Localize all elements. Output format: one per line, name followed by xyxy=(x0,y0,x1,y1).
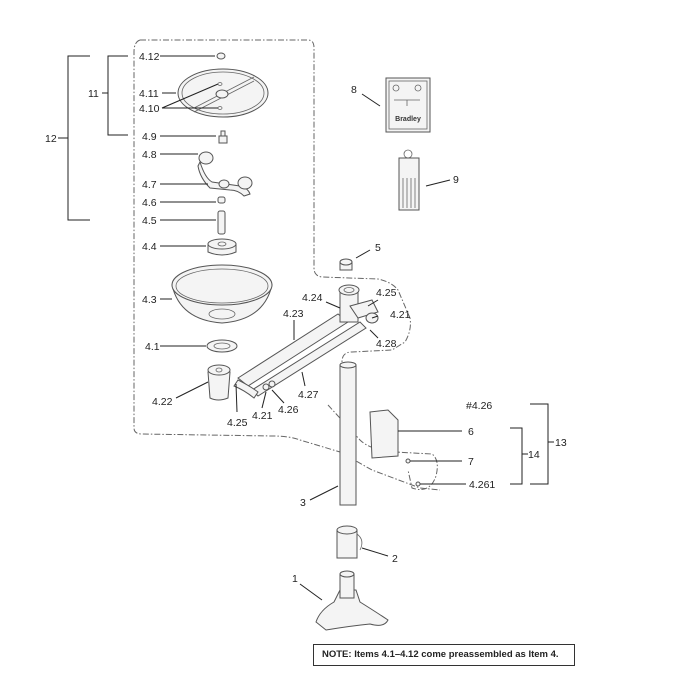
part-5-cap xyxy=(339,258,353,271)
part-4-23-supply-pipe xyxy=(233,313,367,399)
callout-5: 5 xyxy=(375,242,381,254)
assembly-4-outline xyxy=(140,39,411,380)
callout-8: 8 xyxy=(351,84,357,96)
callout-4-1: 4.1 xyxy=(145,341,160,353)
part-4-1-gasket xyxy=(206,339,238,353)
part-6-id-sign xyxy=(369,409,399,459)
callout-4-7: 4.7 xyxy=(142,179,157,191)
part-1-floor-flange xyxy=(315,570,389,631)
callout-4-12: 4.12 xyxy=(139,51,160,63)
callout-4-4: 4.4 xyxy=(142,241,157,253)
part-3-pedestal-pipe xyxy=(339,361,357,506)
callout-4-261: 4.261 xyxy=(469,479,495,491)
part-8-sign: Bradley xyxy=(385,77,431,133)
callout-14: 14 xyxy=(528,449,540,461)
callout-4-6: 4.6 xyxy=(142,197,157,209)
callout-2: 2 xyxy=(392,553,398,565)
preassembly-note: NOTE: Items 4.1–4.12 come preassembled a… xyxy=(313,644,575,666)
part-4-9-stem xyxy=(218,130,228,144)
callout-4-25-lower: 4.25 xyxy=(227,417,248,429)
callout-4-25-upper: 4.25 xyxy=(376,287,397,299)
callout-4-26-hash: #4.26 xyxy=(466,400,492,412)
part-4-4-strainer xyxy=(207,238,237,256)
callout-4-8: 4.8 xyxy=(142,149,157,161)
callout-4-28: 4.28 xyxy=(376,338,397,350)
callout-4-3: 4.3 xyxy=(142,294,157,306)
part-4-6-bushing xyxy=(217,196,226,204)
part-7-screw xyxy=(405,458,411,464)
callout-7: 7 xyxy=(468,456,474,468)
callout-12: 12 xyxy=(45,133,57,145)
callout-4-24: 4.24 xyxy=(302,292,323,304)
callout-4-11: 4.11 xyxy=(139,88,159,100)
part-4-11-ring xyxy=(177,68,269,118)
part-9-inspection-tag xyxy=(398,149,420,211)
sign-brand-text: Bradley xyxy=(395,116,421,123)
callout-11: 11 xyxy=(88,88,99,100)
part-4-3-bowl xyxy=(171,264,273,324)
callout-4-21-upper: 4.21 xyxy=(390,309,411,321)
part-4-8-4-7-spray-yoke xyxy=(197,151,253,197)
callout-4-27: 4.27 xyxy=(298,389,319,401)
callout-9: 9 xyxy=(453,174,459,186)
part-4-261-screw xyxy=(415,481,421,487)
part-4-5-tube xyxy=(217,210,226,235)
bracket-12 xyxy=(58,55,90,221)
bracket-11 xyxy=(102,55,128,136)
bracket-13 xyxy=(530,403,554,485)
callout-4-21-lower: 4.21 xyxy=(252,410,273,422)
callout-4-23: 4.23 xyxy=(283,308,304,320)
callout-6: 6 xyxy=(468,426,474,438)
part-4-26-fittings xyxy=(262,380,276,391)
callout-4-5: 4.5 xyxy=(142,215,157,227)
assembly-4-outline-left xyxy=(133,39,441,491)
callout-13: 13 xyxy=(555,437,567,449)
callout-4-22: 4.22 xyxy=(152,396,173,408)
part-4-12-cap xyxy=(216,52,226,60)
part-2-coupling xyxy=(336,525,363,559)
callout-4-9: 4.9 xyxy=(142,131,157,143)
callout-4-10: 4.10 xyxy=(139,103,160,115)
part-4-22-drain xyxy=(207,364,231,401)
callout-4-26: 4.26 xyxy=(278,404,299,416)
bracket-14 xyxy=(510,427,528,485)
callout-1: 1 xyxy=(292,573,298,585)
callout-3: 3 xyxy=(300,497,306,509)
leader-lines xyxy=(160,55,466,601)
